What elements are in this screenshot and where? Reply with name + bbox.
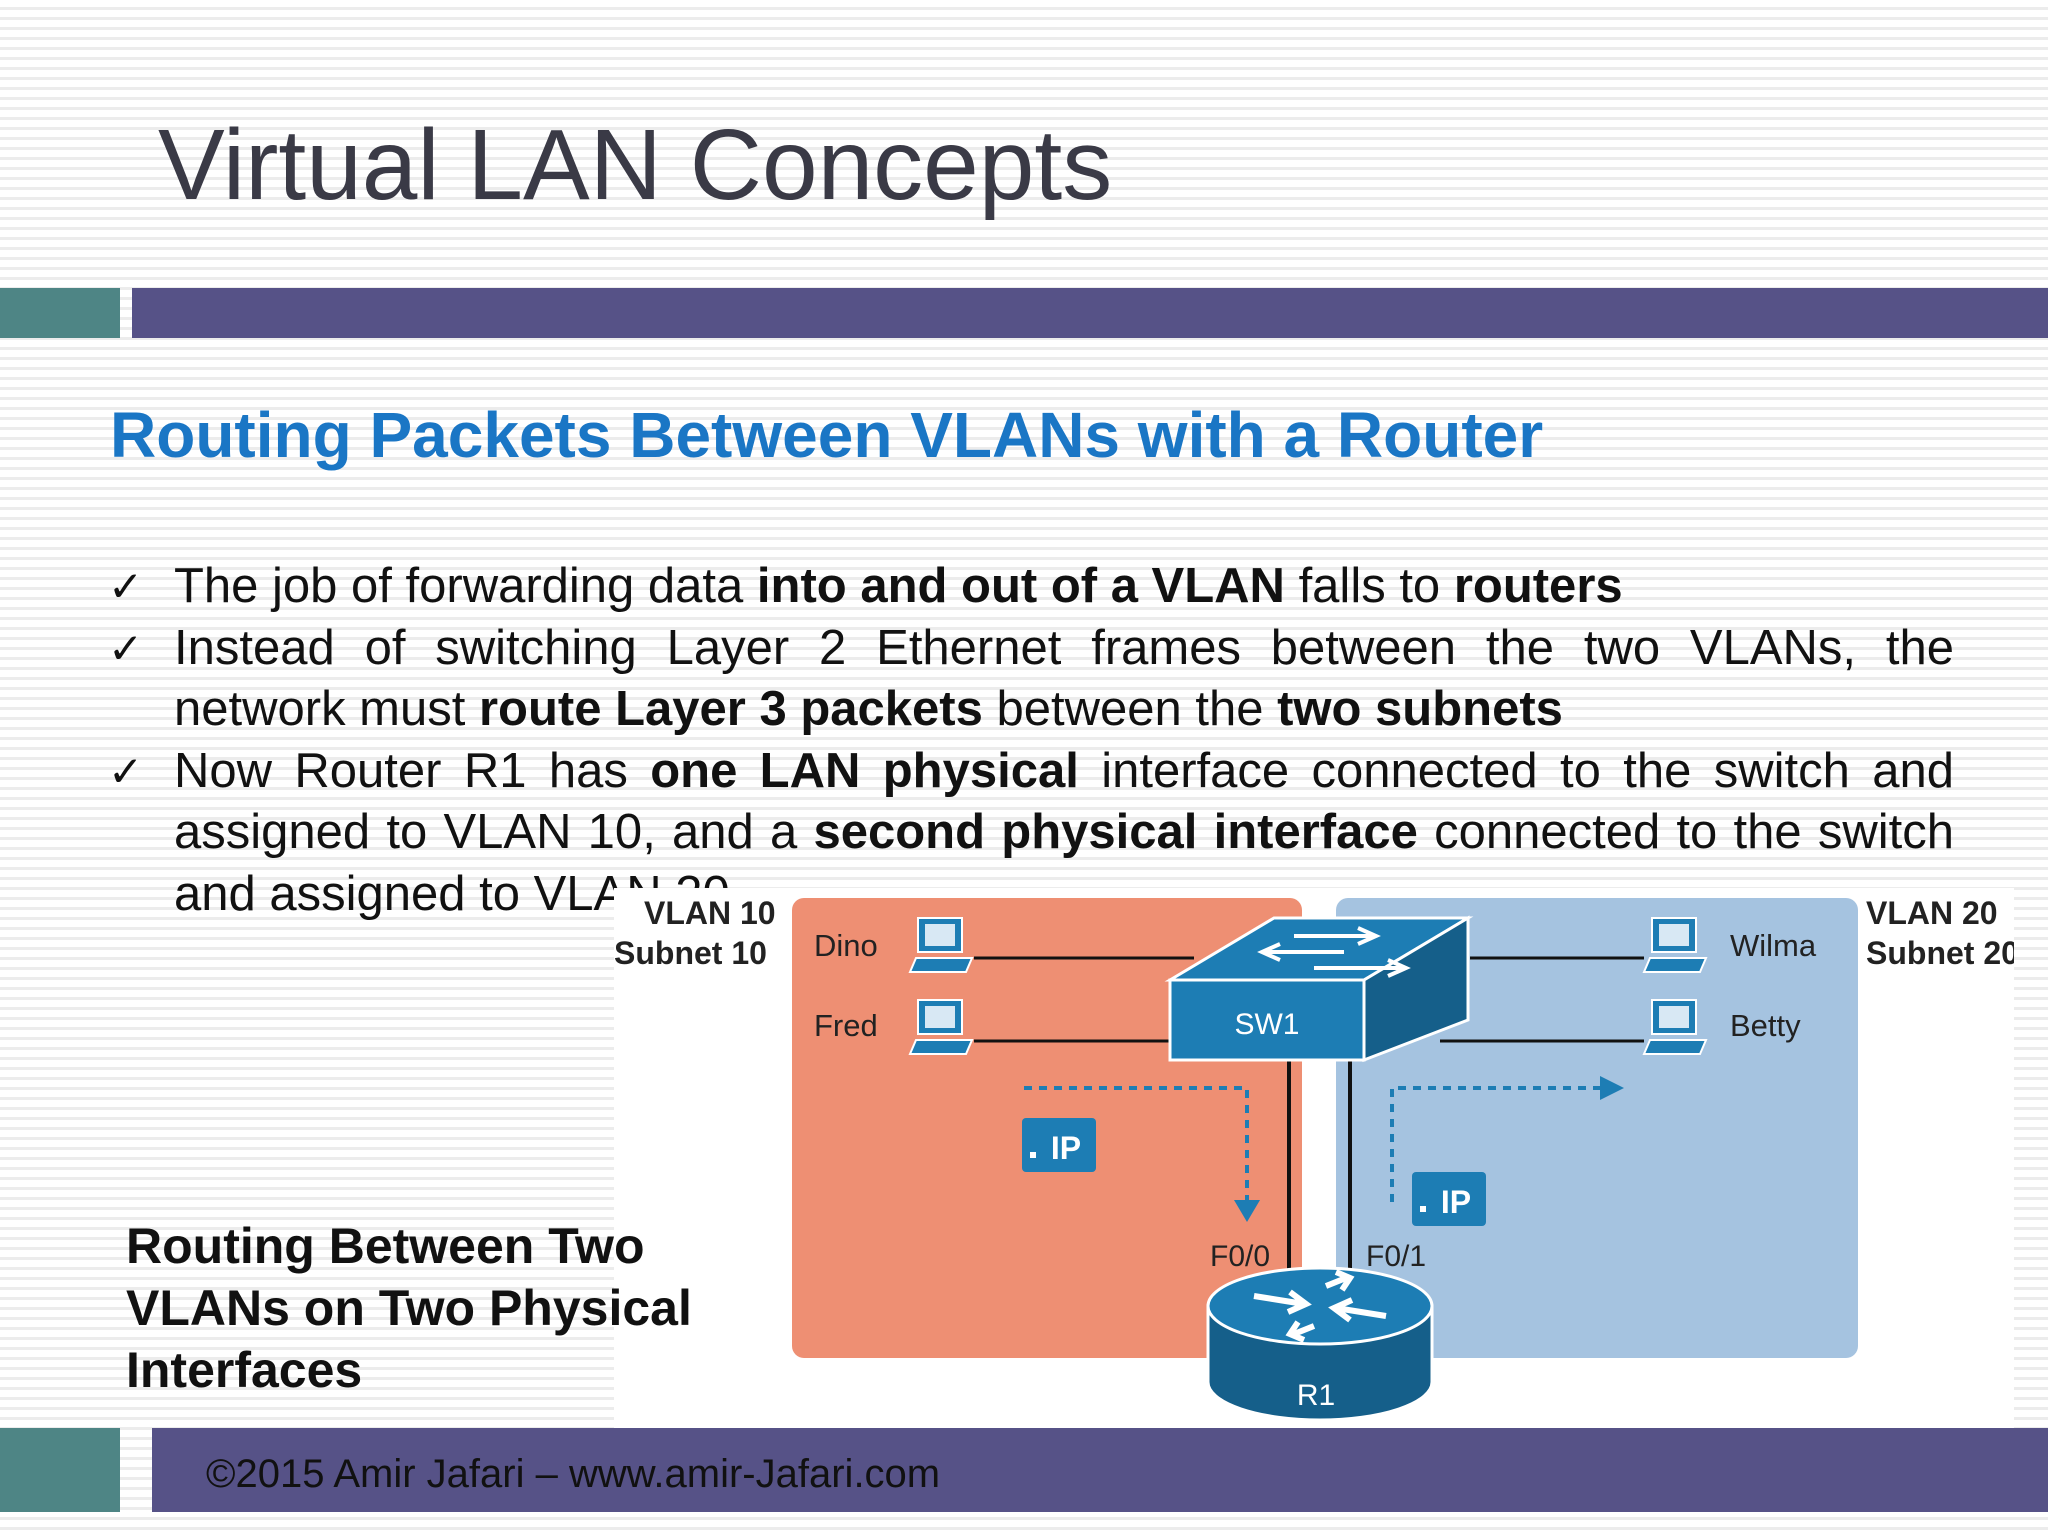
host-label-fred: Fred — [814, 1008, 878, 1043]
ip-packet-label-vlan20: IP — [1441, 1184, 1471, 1220]
footer-accent-teal — [0, 1428, 120, 1512]
vlan20-name: VLAN 20 — [1866, 895, 1998, 931]
switch-icon — [1164, 915, 1474, 1063]
interface-label-f0-0: F0/0 — [1210, 1240, 1270, 1273]
computer-icon — [1642, 917, 1708, 973]
packet-path-vlan20 — [1390, 1086, 1608, 1202]
ip-packet-icon: IP — [1412, 1172, 1486, 1226]
bullet-text: falls to — [1284, 559, 1454, 613]
bullet-text: between the — [982, 682, 1278, 736]
router-label: R1 — [1297, 1379, 1335, 1412]
vlan10-subnet: Subnet 10 — [614, 935, 767, 971]
router-icon — [1206, 1266, 1434, 1422]
vlan10-name: VLAN 10 — [644, 895, 776, 931]
ip-packet-icon: IP — [1022, 1118, 1096, 1172]
bullet-emphasis: two subnets — [1277, 682, 1563, 736]
header-accent-teal — [0, 288, 120, 338]
bullet-item: ✓ Instead of switching Layer 2 Ethernet f… — [108, 618, 1954, 741]
computer-icon — [908, 917, 974, 973]
arrow-right-icon — [1600, 1076, 1624, 1100]
slide-title: Virtual LAN Concepts — [158, 109, 1113, 221]
bullet-text: interface connected to the switch and as… — [174, 743, 1954, 860]
check-icon: ✓ — [108, 746, 144, 796]
check-icon: ✓ — [108, 562, 144, 611]
bullet-emphasis: into and out of a VLAN — [756, 559, 1285, 613]
bullet-text: Instead of switching Layer 2 Ethernet fr… — [174, 620, 1954, 737]
caption-line: Interfaces — [126, 1342, 363, 1398]
arrow-down-icon — [1234, 1200, 1260, 1222]
host-label-wilma: Wilma — [1730, 928, 1817, 963]
header-accent-bar — [132, 288, 2048, 338]
footer-copyright: ©2015 Amir Jafari – www.amir-Jafari.com — [206, 1452, 941, 1496]
ip-packet-label-vlan10: IP — [1051, 1130, 1081, 1166]
host-label-dino: Dino — [814, 928, 878, 963]
bullet-text: The job of forwarding data — [174, 559, 757, 613]
bullet-emphasis: second physical interface — [813, 805, 1418, 859]
caption-line: Routing Between Two — [126, 1218, 645, 1274]
interface-label-f0-1: F0/1 — [1366, 1240, 1426, 1273]
bullet-emphasis: one LAN physical — [650, 743, 1079, 798]
packet-path-vlan10 — [1024, 1086, 1249, 1206]
bullet-item: ✓ The job of forwarding data into and out… — [108, 556, 1954, 618]
vlan20-subnet: Subnet 20 — [1866, 935, 2014, 971]
computer-icon — [1642, 999, 1708, 1055]
caption-line: VLANs on Two Physical — [126, 1280, 692, 1336]
host-label-betty: Betty — [1730, 1008, 1801, 1043]
bullet-item: ✓ Now Router R1 has one LAN physical inte… — [108, 741, 1954, 926]
switch-label: SW1 — [1234, 1008, 1299, 1041]
computer-icon — [908, 999, 974, 1055]
slide-subtitle: Routing Packets Between VLANs with a Rou… — [110, 399, 1544, 471]
figure-caption: Routing Between Two VLANs on Two Physica… — [126, 1215, 692, 1401]
bullet-emphasis: routers — [1453, 559, 1623, 613]
footer-bar — [152, 1428, 2048, 1512]
vlan-routing-diagram: VLAN 10 Subnet 10 VLAN 20 Subnet 20 — [614, 888, 2019, 1428]
bullet-text: Now Router R1 has — [174, 743, 651, 798]
bullet-emphasis: route Layer 3 packets — [478, 682, 983, 736]
bullet-list: ✓ The job of forwarding data into and out… — [108, 556, 1954, 925]
check-icon: ✓ — [108, 623, 144, 673]
